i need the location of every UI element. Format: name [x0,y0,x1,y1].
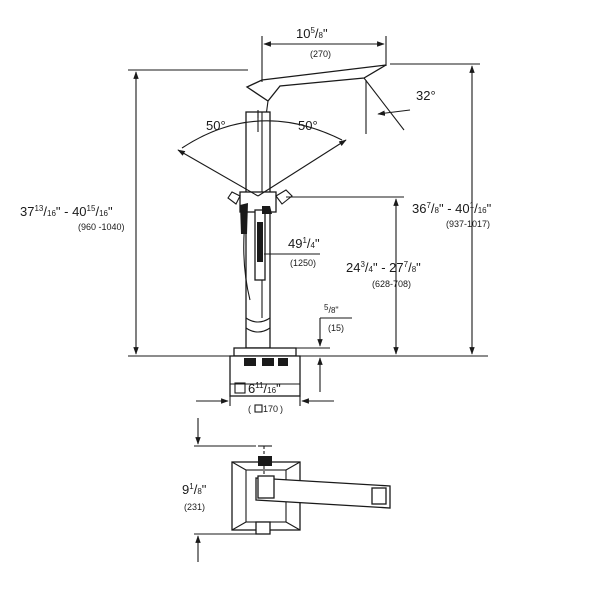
svg-text:243/4" - 277/8": 243/4" - 277/8" [346,260,421,275]
front-elevation [128,64,488,397]
label-base-thickness: 5/8" (15) [324,303,344,333]
spout [245,64,387,102]
label-plan-depth: 91/8" (231) [182,482,207,512]
dim-overall-left [128,69,248,355]
handle-left [227,191,241,205]
label-angle-32: 32° [416,88,436,103]
handle-right [275,189,293,205]
angle-32-arrow [377,109,411,116]
base-plate [233,347,297,357]
svg-text:(270): (270) [310,49,331,59]
dim-overall-right [390,63,480,355]
label-swivel-right: 50° [298,118,318,133]
svg-text:(15): (15) [328,323,344,333]
dim-handle-height [286,196,404,355]
plan-column [257,475,275,499]
svg-text:(231): (231) [184,502,205,512]
swivel-arc [181,120,343,149]
svg-text:(937-1017): (937-1017) [446,219,490,229]
svg-text:5/8": 5/8" [324,303,339,315]
svg-text:(960 -1040): (960 -1040) [78,222,125,232]
label-overall-right: 367/8" - 401/16" (937-1017) [412,201,492,229]
square-symbol-small [254,404,263,413]
svg-text:(628-708): (628-708) [372,279,411,289]
svg-text:(1250): (1250) [290,258,316,268]
dim-base-square [196,382,334,413]
svg-text:91/8": 91/8" [182,482,207,497]
svg-text:): ) [280,404,283,414]
svg-text:170: 170 [263,404,278,414]
plan-view [194,418,391,562]
svg-text:367/8" - 401/16": 367/8" - 401/16" [412,201,492,216]
hose-connector [240,203,248,234]
floor-box [229,355,301,397]
svg-text:3713/16" - 4015/16": 3713/16" - 4015/16" [20,204,113,219]
swivel-left-line [177,149,259,197]
swivel-right-line [257,139,347,197]
svg-text:491/4": 491/4" [288,236,320,251]
label-overall-left: 3713/16" - 4015/16" (960 -1040) [20,204,125,232]
svg-text:611/16": 611/16" [248,381,281,396]
label-hose: 491/4" (1250) [288,236,320,268]
dim-base-thickness [296,317,352,392]
svg-text:(: ( [248,404,251,414]
dim-top-width [261,36,387,82]
label-swivel-left: 50° [206,118,226,133]
plan-spout [255,477,391,509]
svg-text:105/8": 105/8" [296,26,328,41]
square-symbol-large [234,382,246,394]
label-handle-height: 243/4" - 277/8" (628-708) [346,260,421,289]
label-top-width: 105/8" (270) [296,26,331,59]
label-base-square: 611/16" ( 170 ) [248,381,283,414]
